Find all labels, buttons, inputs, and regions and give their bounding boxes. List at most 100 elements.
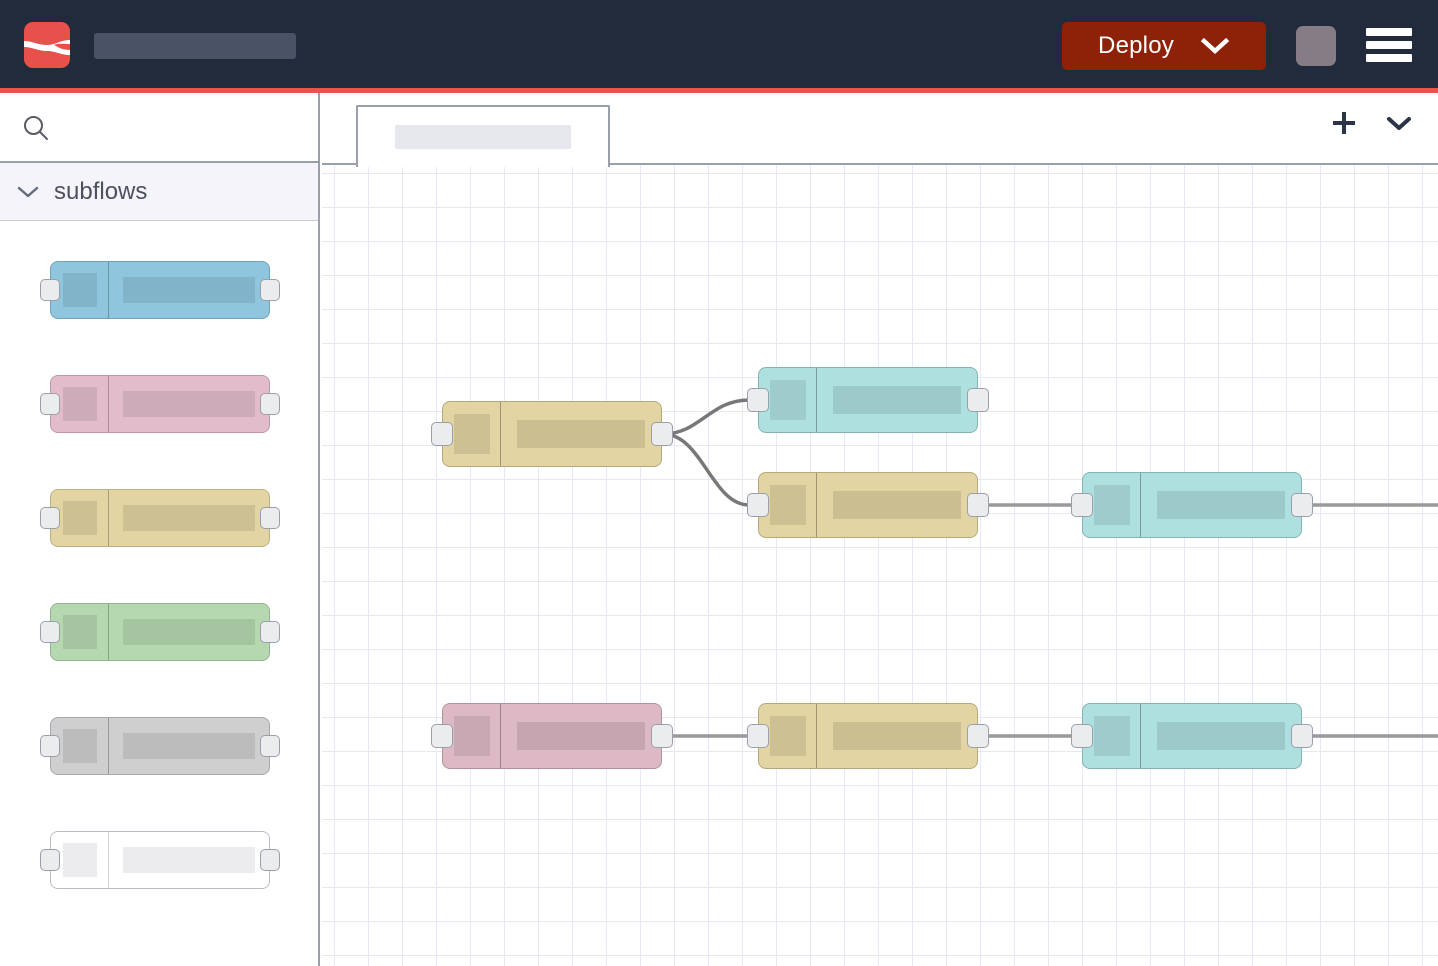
palette-node-5-output-port[interactable] [260, 735, 280, 757]
palette-node-3[interactable] [50, 489, 270, 547]
palette-category-subflows[interactable]: subflows [0, 163, 318, 221]
canvas-node-pink-input-port[interactable] [431, 724, 453, 748]
palette-node-4[interactable] [50, 603, 270, 661]
palette-node-3-input-port[interactable] [40, 507, 60, 529]
canvas-node-cyan-bot-label-cell [1141, 704, 1301, 768]
canvas-node-yellow-bot-label [833, 722, 961, 750]
node-icon [770, 716, 806, 756]
flow-canvas[interactable] [322, 165, 1438, 966]
canvas-node-cyan-mid-output-port[interactable] [1291, 493, 1313, 517]
palette-node-2-label-cell [109, 376, 269, 432]
node-icon [770, 485, 806, 525]
palette-item-5[interactable] [0, 703, 318, 817]
palette-node-2-input-port[interactable] [40, 393, 60, 415]
palette-node-1-label-cell [109, 262, 269, 318]
canvas-node-yellow-bot-output-port[interactable] [967, 724, 989, 748]
palette-item-6[interactable] [0, 817, 318, 931]
flow-tabbar [322, 93, 1438, 165]
node-icon [63, 615, 97, 649]
canvas-node-cyan-mid-label-cell [1141, 473, 1301, 537]
wire-trigger-to-cyan-top [663, 400, 749, 434]
palette-node-1-label [123, 277, 255, 303]
palette-sidebar: subflows [0, 93, 320, 966]
canvas-node-cyan-top-label-cell [817, 368, 977, 432]
palette-category-label: subflows [54, 178, 147, 206]
palette-node-3-label [123, 505, 255, 531]
node-icon [63, 501, 97, 535]
node-icon [454, 716, 490, 756]
canvas-node-yellow-bot[interactable] [758, 703, 978, 769]
palette-item-3[interactable] [0, 475, 318, 589]
canvas-node-pink-output-port[interactable] [651, 724, 673, 748]
canvas-node-cyan-top[interactable] [758, 367, 978, 433]
user-avatar[interactable] [1296, 26, 1336, 66]
flow-workspace [322, 93, 1438, 966]
palette-search-row[interactable] [0, 93, 318, 163]
canvas-node-cyan-mid-input-port[interactable] [1071, 493, 1093, 517]
canvas-node-cyan-top-output-port[interactable] [967, 388, 989, 412]
palette-item-1[interactable] [0, 247, 318, 361]
flow-wires-layer [322, 165, 1438, 966]
canvas-node-yellow-mid-output-port[interactable] [967, 493, 989, 517]
palette-node-5-label [123, 733, 255, 759]
canvas-node-cyan-mid-label [1157, 491, 1285, 519]
canvas-node-yellow-mid-label [833, 491, 961, 519]
palette-node-1[interactable] [50, 261, 270, 319]
node-icon [63, 387, 97, 421]
chevron-down-icon[interactable] [1384, 113, 1414, 133]
palette-node-6-output-port[interactable] [260, 849, 280, 871]
node-red-logo-icon[interactable] [24, 22, 70, 68]
canvas-node-cyan-bot-label [1157, 722, 1285, 750]
palette-node-3-label-cell [109, 490, 269, 546]
palette-item-2[interactable] [0, 361, 318, 475]
palette-item-4[interactable] [0, 589, 318, 703]
palette-node-4-label [123, 619, 255, 645]
canvas-node-trigger-label-cell [501, 402, 661, 466]
hamburger-bar-3 [1366, 54, 1412, 62]
hamburger-bar-2 [1366, 41, 1412, 49]
canvas-node-pink-label-cell [501, 704, 661, 768]
palette-node-4-output-port[interactable] [260, 621, 280, 643]
canvas-node-cyan-bot-output-port[interactable] [1291, 724, 1313, 748]
node-icon [63, 729, 97, 763]
canvas-node-yellow-mid[interactable] [758, 472, 978, 538]
canvas-node-trigger[interactable] [442, 401, 662, 467]
deploy-button[interactable]: Deploy [1062, 22, 1266, 70]
palette-node-5-input-port[interactable] [40, 735, 60, 757]
canvas-node-yellow-mid-input-port[interactable] [747, 493, 769, 517]
palette-node-2-output-port[interactable] [260, 393, 280, 415]
app-header: Deploy [0, 0, 1438, 88]
canvas-node-cyan-top-input-port[interactable] [747, 388, 769, 412]
flow-tab-1[interactable] [356, 105, 610, 167]
search-icon[interactable] [22, 114, 50, 142]
palette-node-6-input-port[interactable] [40, 849, 60, 871]
node-icon [454, 414, 490, 454]
canvas-node-cyan-mid[interactable] [1082, 472, 1302, 538]
palette-node-1-input-port[interactable] [40, 279, 60, 301]
node-icon [770, 380, 806, 420]
palette-node-3-output-port[interactable] [260, 507, 280, 529]
palette-node-6-label-cell [109, 832, 269, 888]
hamburger-menu-icon[interactable] [1366, 28, 1412, 62]
canvas-node-cyan-top-label [833, 386, 961, 414]
flow-tab-1-label [395, 125, 571, 149]
canvas-node-trigger-input-port[interactable] [431, 422, 453, 446]
canvas-node-trigger-output-port[interactable] [651, 422, 673, 446]
canvas-node-cyan-bot-input-port[interactable] [1071, 724, 1093, 748]
canvas-node-pink[interactable] [442, 703, 662, 769]
palette-node-4-input-port[interactable] [40, 621, 60, 643]
palette-node-5[interactable] [50, 717, 270, 775]
palette-node-6-label [123, 847, 255, 873]
canvas-node-trigger-label [517, 420, 645, 448]
node-icon [63, 843, 97, 877]
canvas-node-pink-label [517, 722, 645, 750]
plus-icon[interactable] [1330, 109, 1358, 137]
palette-node-6[interactable] [50, 831, 270, 889]
canvas-node-yellow-bot-input-port[interactable] [747, 724, 769, 748]
canvas-node-cyan-bot[interactable] [1082, 703, 1302, 769]
palette-node-1-output-port[interactable] [260, 279, 280, 301]
canvas-node-yellow-mid-label-cell [817, 473, 977, 537]
palette-node-2[interactable] [50, 375, 270, 433]
logo-fork-glyph [24, 22, 70, 68]
